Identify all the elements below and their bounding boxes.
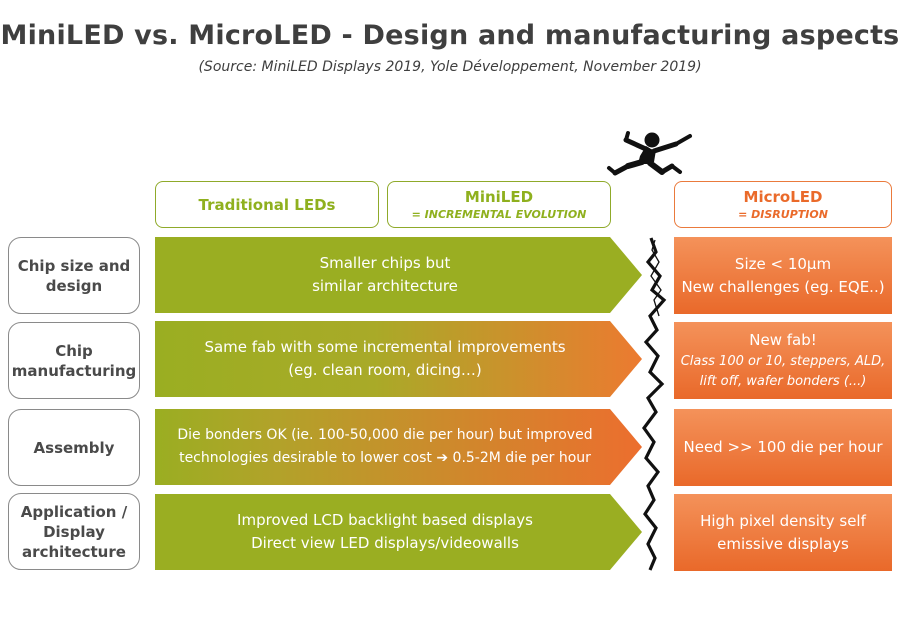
arrow-line: (eg. clean room, dicing…) (288, 361, 482, 379)
header-microled-sub: = DISRUPTION (738, 208, 828, 221)
microled-box-row-2: New fab! Class 100 or 10, steppers, ALD,… (674, 322, 892, 399)
arrow-row-4 (155, 494, 642, 570)
microled-line: High pixel density self (700, 511, 866, 530)
arrow-line: similar architecture (312, 277, 458, 295)
arrow-text-row-1: Smaller chips but similar architecture (155, 237, 615, 313)
arrow-text-row-2: Same fab with some incremental improveme… (155, 321, 615, 397)
header-traditional-leds: Traditional LEDs (155, 181, 379, 228)
crack-line-secondary-icon (650, 239, 662, 317)
microled-line: Need >> 100 die per hour (683, 438, 883, 456)
arrow-row-1 (155, 237, 642, 313)
row-label-chip-manufacturing: Chip manufacturing (8, 322, 140, 399)
microled-line: Size < 10µm (734, 254, 832, 273)
row-label-text: Chip size and design (17, 256, 131, 295)
microled-title: New fab! (749, 331, 817, 349)
arrow-line: technologies desirable to lower cost ➔ 0… (179, 450, 591, 466)
arrow-text-row-4: Improved LCD backlight based displays Di… (155, 494, 615, 570)
arrow-line: Improved LCD backlight based displays (237, 511, 533, 529)
arrow-row-2 (155, 321, 642, 397)
arrow-line: Die bonders OK (ie. 100-50,000 die per h… (177, 427, 593, 443)
page-subtitle: (Source: MiniLED Displays 2019, Yole Dév… (198, 59, 702, 75)
microled-italic-line: lift off, wafer bonders (...) (699, 374, 867, 389)
crack-line-icon (642, 237, 667, 571)
header-traditional-label: Traditional LEDs (198, 195, 336, 214)
page-title: MiniLED vs. MicroLED - Design and manufa… (0, 20, 900, 51)
microled-box-row-3: Need >> 100 die per hour (674, 409, 892, 486)
header-miniled: MiniLED = INCREMENTAL EVOLUTION (387, 181, 611, 228)
microled-box-row-4: High pixel density self emissive display… (674, 494, 892, 571)
arrow-text-row-3: Die bonders OK (ie. 100-50,000 die per h… (155, 409, 615, 485)
jumping-man-icon (607, 131, 692, 176)
row-label-text: Assembly (33, 438, 115, 457)
microled-line: New challenges (eg. EQE..) (681, 277, 885, 296)
row-label-application: Application / Display architecture (8, 493, 140, 570)
row-label-text: Chip manufacturing (11, 341, 137, 380)
arrow-line: Direct view LED displays/videowalls (251, 534, 519, 552)
header-microled: MicroLED = DISRUPTION (674, 181, 892, 228)
row-label-assembly: Assembly (8, 409, 140, 486)
microled-italic-line: Class 100 or 10, steppers, ALD, (680, 354, 886, 369)
arrow-row-3 (155, 409, 642, 485)
arrow-line: Same fab with some incremental improveme… (204, 338, 566, 356)
microled-line: emissive displays (717, 534, 849, 553)
header-miniled-sub: = INCREMENTAL EVOLUTION (411, 208, 587, 221)
arrow-line: Smaller chips but (319, 254, 451, 272)
row-label-chip-size: Chip size and design (8, 237, 140, 314)
microled-box-row-1: Size < 10µm New challenges (eg. EQE..) (674, 237, 892, 314)
header-miniled-label: MiniLED (464, 188, 534, 206)
row-label-text: Application / Display architecture (20, 502, 128, 561)
header-microled-label: MicroLED (743, 188, 823, 206)
